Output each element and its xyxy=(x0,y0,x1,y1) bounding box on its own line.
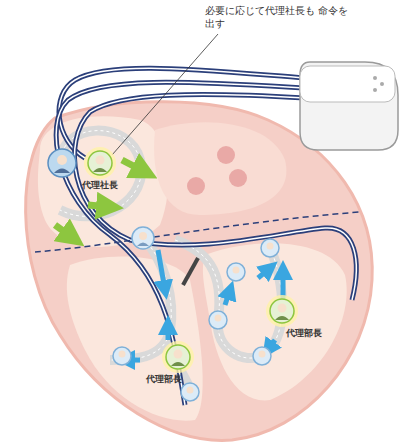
pulmonary-vein xyxy=(217,146,235,164)
right-ventricle xyxy=(67,257,203,421)
acting-manager: 代理部長 xyxy=(148,340,208,385)
callout-note: 必要に応じて代理社長も 命令を出す xyxy=(205,4,355,30)
signal-arrows xyxy=(55,160,145,238)
leader-line xyxy=(112,34,218,155)
role-label: 代理社長 xyxy=(70,180,130,191)
acting-person-icon xyxy=(83,146,117,180)
conduction-block xyxy=(183,258,198,285)
header-port xyxy=(380,82,384,86)
signal-arrows xyxy=(125,250,283,360)
acting-person-icon xyxy=(161,340,195,374)
acting-manager: 代理部長 xyxy=(252,294,312,339)
header-port xyxy=(373,76,377,80)
role-label: 代理部長 xyxy=(274,328,334,339)
header-port xyxy=(373,88,377,92)
acting-manager: 代理社長 xyxy=(70,146,130,191)
device-header xyxy=(300,66,395,102)
pulmonary-vein xyxy=(187,177,205,195)
conduction-roads xyxy=(60,131,282,395)
av-boundary xyxy=(35,212,360,252)
person-icons xyxy=(48,149,279,401)
left-atrium xyxy=(154,122,286,215)
pulmonary-vein xyxy=(229,169,247,187)
role-label: 代理部長 xyxy=(134,374,194,385)
acting-person-icon xyxy=(265,294,299,328)
pacemaker-device xyxy=(300,62,398,150)
